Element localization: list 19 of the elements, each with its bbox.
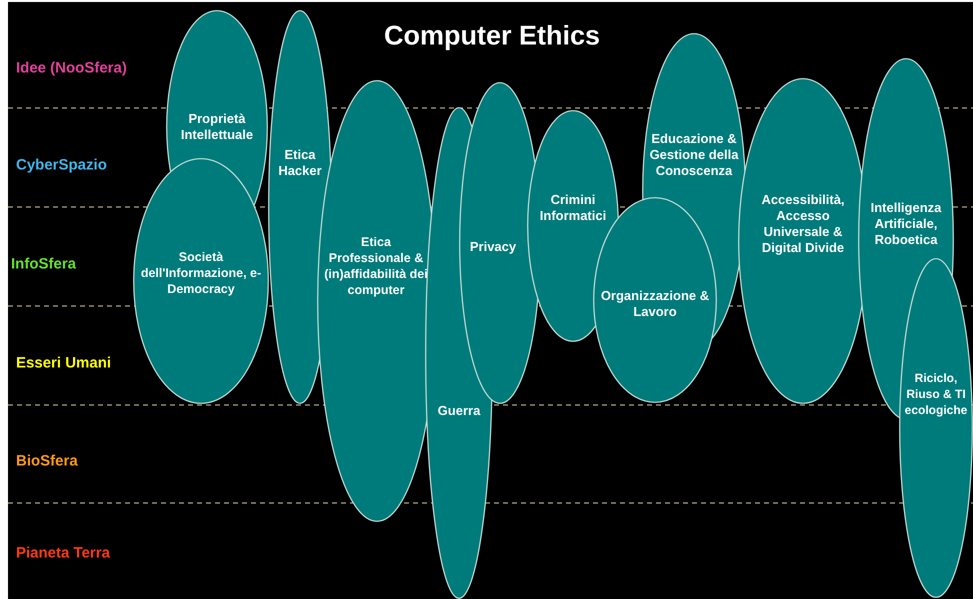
topic-label: Etica Professionale & (in)affidabilità dei computer — [323, 234, 429, 298]
band-label: Esseri Umani — [16, 354, 112, 372]
band-label: Idee (NooSfera) — [16, 60, 127, 76]
topic-label: Riciclo, Riuso & TI ecologiche — [904, 370, 968, 418]
topic-label: Etica Hacker — [277, 147, 323, 179]
topic-label: Società dell'Informazione, e-Democracy — [140, 249, 262, 297]
topic-label: Educazione & Gestione della Conoscenza — [648, 131, 740, 179]
topic-label: Guerra — [436, 403, 482, 419]
band-label: CyberSpazio — [16, 156, 107, 174]
topic-label: Crimini Informatici — [538, 192, 608, 224]
topic-label: Organizzazione & Lavoro — [600, 288, 710, 320]
title: Computer Ethics — [384, 20, 600, 52]
band-label: InfoSfera — [11, 256, 76, 272]
topic-label: Accessibilità, Accesso Universale & Digital Divide — [760, 192, 846, 256]
topic-label: Proprietà Intellettuale — [180, 111, 254, 143]
topic-label: Privacy — [468, 239, 518, 255]
topic-label: Intelligenza Artificiale, Roboetica — [870, 200, 942, 248]
band-label: Pianeta Terra — [16, 544, 110, 562]
band-label: BioSfera — [16, 452, 78, 470]
